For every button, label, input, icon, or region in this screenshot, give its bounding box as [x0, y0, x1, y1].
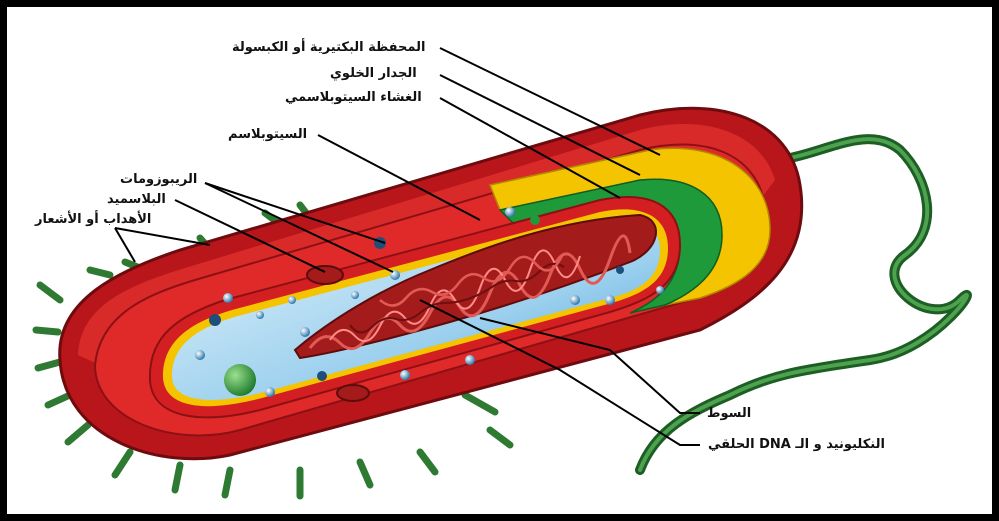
pilus — [465, 395, 495, 412]
pilus — [115, 452, 130, 475]
label-pili: الأهداب أو الأشعار — [35, 212, 151, 228]
pilus — [90, 270, 110, 275]
label-capsule: المحفظة البكتيرية أو الكبسولة — [232, 40, 425, 56]
ribosome — [605, 295, 615, 305]
ribosome — [265, 387, 275, 397]
ribosome — [400, 370, 410, 380]
pilus — [360, 462, 370, 485]
pilus — [225, 470, 230, 495]
pilus — [68, 425, 88, 442]
ribosome — [570, 295, 580, 305]
ribosome — [256, 311, 264, 319]
pilus — [175, 465, 180, 490]
ribosome — [351, 291, 359, 299]
label-cytoplasm: السيتوبلاسم — [228, 127, 307, 143]
ribosome — [288, 296, 296, 304]
leader-capsule — [440, 48, 660, 155]
pilus — [38, 362, 60, 368]
ribosome — [616, 266, 624, 274]
ribosome — [505, 207, 515, 217]
plasmid — [307, 266, 343, 284]
ribosome — [223, 293, 233, 303]
label-cell-wall: الجدار الخلوي — [330, 66, 417, 82]
leader-pili-1 — [115, 228, 210, 245]
pilus — [420, 452, 435, 472]
storage-granule — [224, 364, 256, 396]
pilus — [490, 430, 510, 445]
ribosome — [656, 286, 664, 294]
ribosome — [317, 371, 327, 381]
granule — [530, 215, 540, 225]
pilus — [48, 395, 70, 405]
label-plasmid: البلاسميد — [107, 192, 166, 208]
pilus — [40, 285, 60, 300]
pilus — [36, 330, 58, 332]
leader-pili-2 — [115, 228, 135, 262]
label-flagellum: السوط — [707, 406, 751, 422]
label-ribosomes: الريبوزومات — [120, 172, 197, 188]
plasmid — [337, 385, 369, 401]
label-nucleoid: النكليونيد و الـ DNA الحلقي — [708, 437, 885, 453]
label-membrane: الغشاء السيتوبلاسمي — [285, 90, 422, 106]
ribosome — [209, 314, 221, 326]
ribosome — [300, 327, 310, 337]
ribosome — [465, 355, 475, 365]
ribosome — [195, 350, 205, 360]
